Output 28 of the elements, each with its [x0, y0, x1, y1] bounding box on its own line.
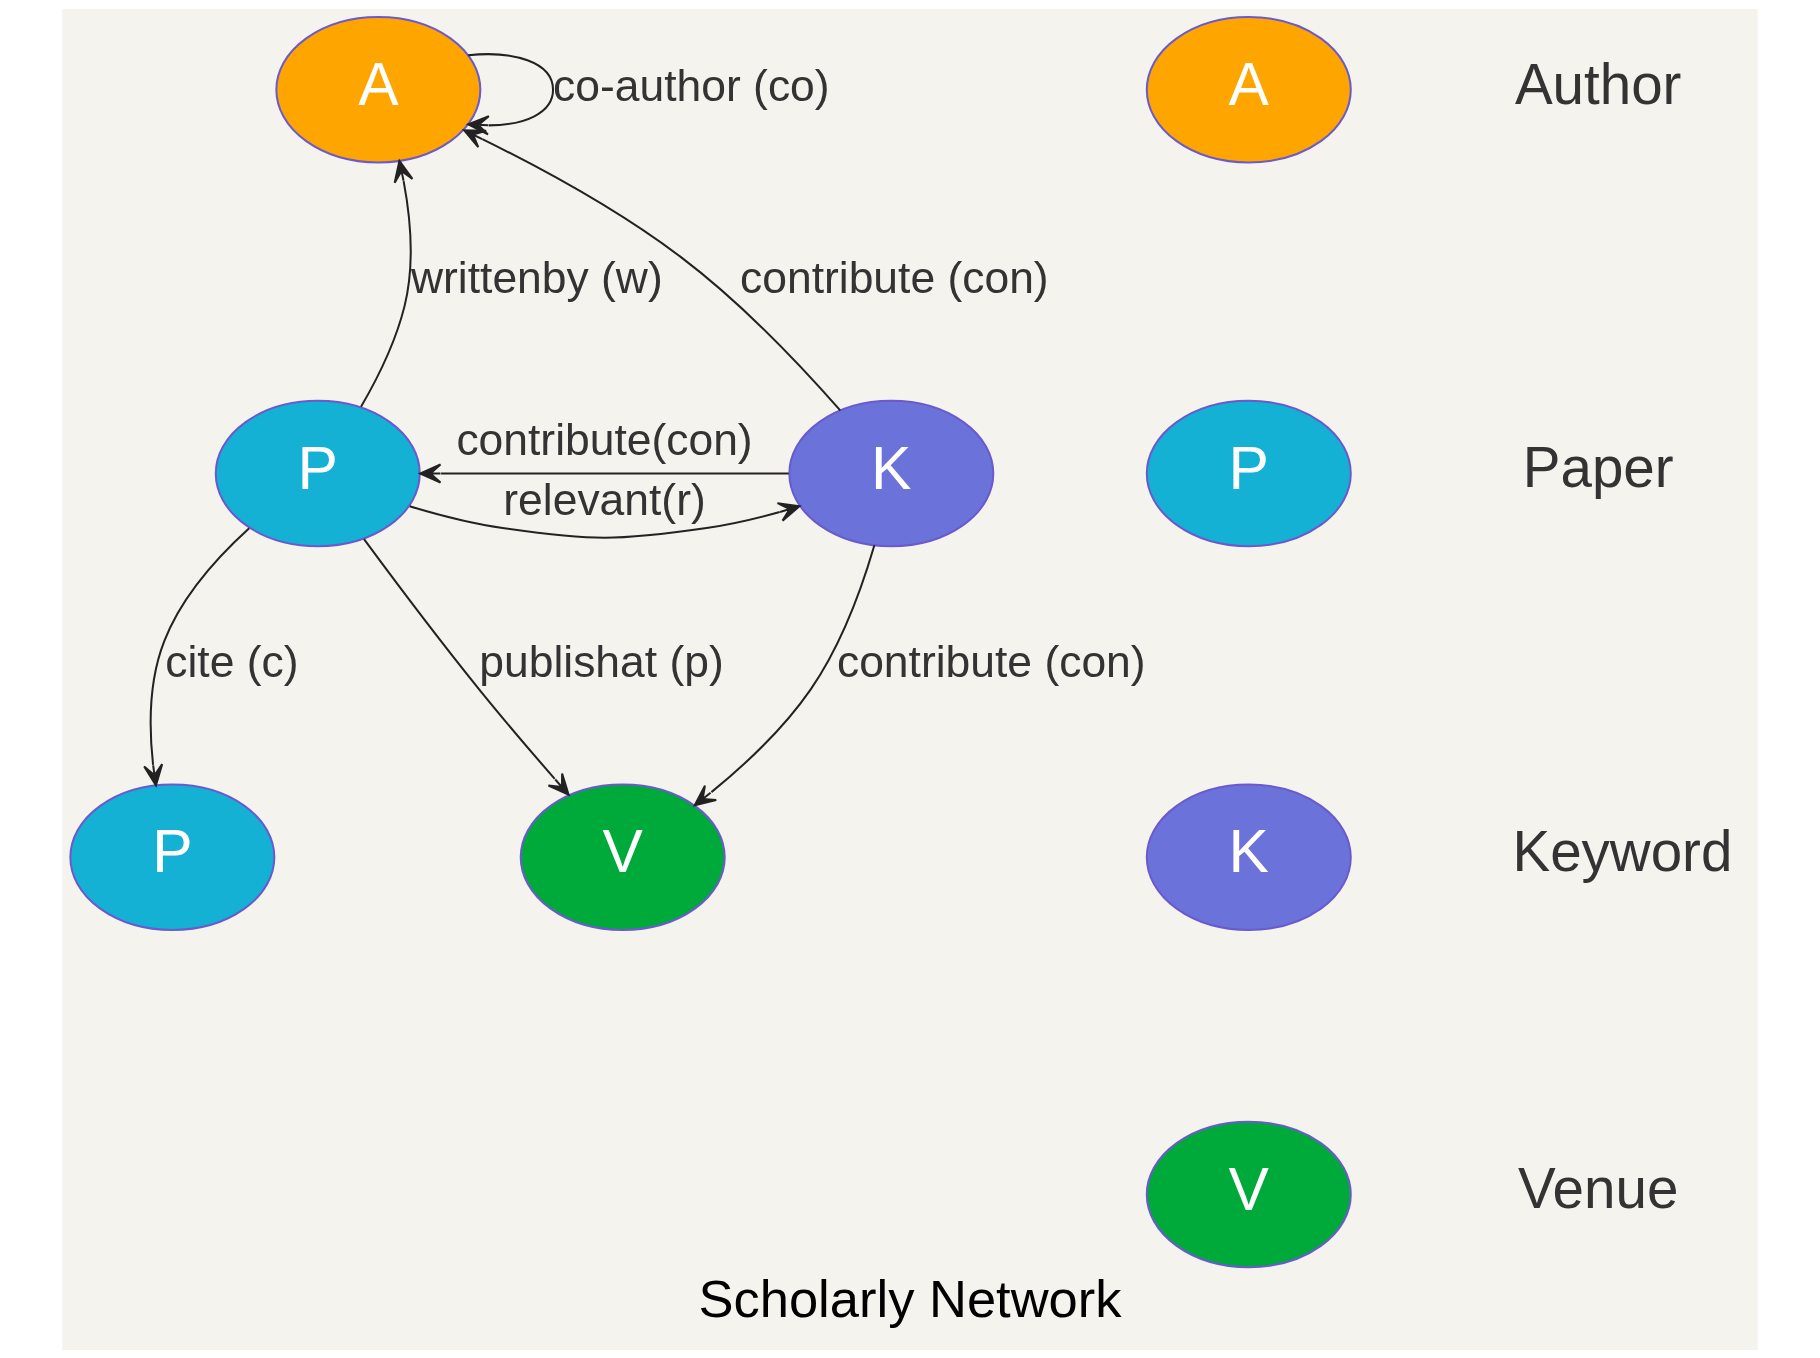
node-ellipse: K [1145, 783, 1352, 931]
node-ellipse: P [1145, 399, 1352, 547]
node-label: Venue [1517, 1156, 1679, 1220]
edge-label: contribute(con) [456, 414, 753, 464]
edge-label: cite (c) [165, 636, 299, 686]
caption: Scholarly Network [698, 1268, 1122, 1328]
arrow [409, 501, 801, 539]
node-label: Author [1514, 52, 1682, 116]
node-label: Paper [1522, 435, 1674, 499]
node-ellipse: K [788, 399, 995, 547]
node-ellipse: P [69, 783, 276, 931]
node-ellipse: V [1145, 1120, 1352, 1268]
arrow [463, 128, 841, 411]
edge-label: co-author (co) [553, 60, 830, 110]
edge-label: contribute (con) [740, 252, 1049, 302]
edge-label: publishat (p) [479, 636, 724, 686]
arrow [143, 527, 250, 786]
node-ellipse: P [214, 399, 421, 547]
edge-label: writtenby (w) [411, 252, 663, 302]
arrow [693, 544, 876, 806]
arrow [363, 538, 570, 796]
node-label: Keyword [1512, 819, 1733, 883]
node-ellipse: A [275, 15, 482, 163]
node-ellipse: A [1145, 15, 1352, 163]
arrow [360, 159, 414, 407]
edge-label: contribute (con) [836, 636, 1146, 686]
arrow [419, 462, 789, 484]
edge-label: relevant(r) [503, 474, 706, 524]
